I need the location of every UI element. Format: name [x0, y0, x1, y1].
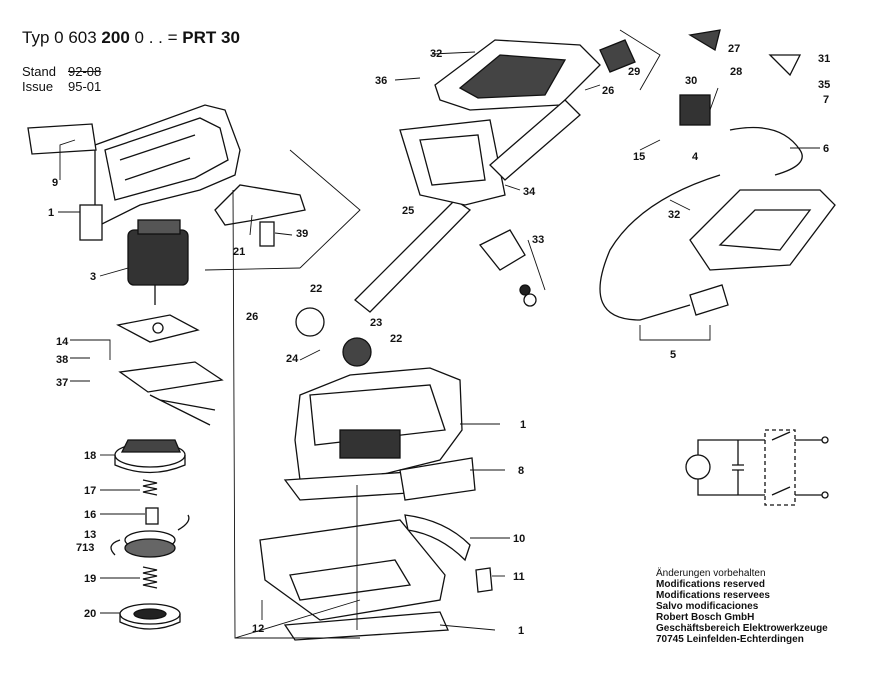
part-label-27: 27: [728, 43, 740, 55]
issue-row: Issue 95-01: [22, 79, 101, 94]
handle-housing-part: [79, 104, 241, 241]
part-label-3: 3: [90, 271, 96, 283]
part-label-29: 29: [628, 66, 640, 78]
handle-tube-part: [354, 119, 506, 313]
note-address: 70745 Leinfelden-Echterdingen: [656, 634, 804, 645]
part-label-34: 34: [523, 186, 536, 198]
wiring-schematic: [685, 429, 829, 506]
part-label-20: 20: [84, 608, 96, 620]
part-label-33: 33: [532, 234, 544, 246]
spring-part: [142, 479, 158, 496]
label-sticker-9: [27, 123, 97, 155]
part-label-32-upper: 32: [430, 48, 442, 60]
clip-part-11: [475, 567, 493, 593]
part-label-11: 11: [513, 571, 525, 583]
part-label-5: 5: [670, 349, 676, 361]
note-changes-fr: Modifications reservees: [656, 590, 770, 601]
part-label-32-lower: 32: [668, 209, 680, 221]
part-label-14: 14: [56, 336, 69, 348]
part-label-26-left: 26: [246, 311, 258, 323]
line-spool-part: [110, 514, 190, 558]
switch-module-part: [599, 29, 803, 176]
part-label-35: 35: [818, 79, 830, 91]
typ-suffix: 0 . . =: [134, 28, 178, 47]
note-changes-es: Salvo modificaciones: [656, 601, 759, 612]
part-label-25: 25: [402, 205, 414, 217]
document-title: Typ 0 603 200 0 . . = PRT 30: [22, 28, 240, 48]
typ-number: 0 603: [54, 28, 97, 47]
note-changes-de: Änderungen vorbehalten: [656, 568, 766, 579]
gear-wheel-upper-part: [295, 307, 325, 337]
leader-lines: [58, 29, 820, 639]
part-label-7: 7: [823, 94, 829, 106]
part-label-1: 1: [48, 207, 54, 219]
typ-label: Typ: [22, 28, 50, 47]
part-label-713: 713: [76, 542, 94, 554]
power-cable-part: [599, 174, 729, 321]
part-label-22-upper: 22: [310, 283, 322, 295]
issue-value: 95-01: [68, 79, 102, 94]
model-name: PRT 30: [182, 28, 240, 47]
cord-clamp-part: [478, 229, 537, 307]
part-label-4: 4: [692, 151, 699, 163]
part-label-6: 6: [823, 143, 829, 155]
part-label-37: 37: [56, 377, 68, 389]
part-label-22-lower: 22: [390, 333, 402, 345]
part-label-28: 28: [730, 66, 742, 78]
part-label-1-housing: 1: [520, 419, 526, 431]
note-changes-en: Modifications reserved: [656, 579, 765, 590]
part-label-15: 15: [633, 151, 645, 163]
spool-spring-part: [142, 566, 158, 589]
part-label-23: 23: [370, 317, 382, 329]
stand-label: Stand: [22, 64, 56, 79]
note-division: Geschäftsbereich Elektrowerkzeuge: [656, 623, 828, 634]
shaft-tube-part: [489, 99, 581, 181]
spool-housing-part: [114, 439, 186, 474]
part-label-18: 18: [84, 450, 96, 462]
base-guard-part: [259, 519, 449, 641]
typ-number-bold: 200: [101, 28, 130, 47]
part-label-12: 12: [252, 623, 264, 635]
spool-cap-part: [119, 603, 181, 630]
part-labels: 9 1 3 14 38 37 18 17 16 13 713 19 20 21 …: [48, 43, 830, 637]
part-label-26-right: 26: [602, 85, 614, 97]
upper-handle-part: [434, 39, 601, 111]
part-label-30: 30: [685, 75, 697, 87]
switch-lever-part: [214, 184, 306, 247]
note-company: Robert Bosch GmbH: [656, 612, 755, 623]
part-label-24: 24: [286, 353, 299, 365]
part-label-9: 9: [52, 177, 58, 189]
motor-part: [127, 219, 189, 305]
part-label-31: 31: [818, 53, 830, 65]
spool-bolt-part: [145, 507, 159, 525]
part-label-17: 17: [84, 485, 96, 497]
part-label-36: 36: [375, 75, 387, 87]
guard-strip-part: [404, 514, 471, 562]
part-label-8: 8: [518, 465, 524, 477]
issue-label: Issue: [22, 79, 54, 94]
part-label-10: 10: [513, 533, 525, 545]
part-label-21: 21: [233, 246, 245, 258]
handle-cover-part: [689, 189, 836, 271]
part-label-2: 1: [518, 625, 524, 637]
gear-wheel-lower-part: [342, 337, 372, 367]
part-label-38: 38: [56, 354, 68, 366]
part-label-39: 39: [296, 228, 308, 240]
part-label-13: 13: [84, 529, 96, 541]
brush-assembly-part: [118, 361, 224, 426]
stand-row: Stand 92-08: [22, 64, 101, 79]
part-label-16: 16: [84, 509, 96, 521]
part-label-19: 19: [84, 573, 96, 585]
label-sticker-8: [399, 457, 476, 501]
stand-value: 92-08: [68, 64, 102, 79]
mounting-plate-part: [116, 314, 200, 343]
legal-notes: Änderungen vorbehalten Modifications res…: [656, 568, 828, 645]
